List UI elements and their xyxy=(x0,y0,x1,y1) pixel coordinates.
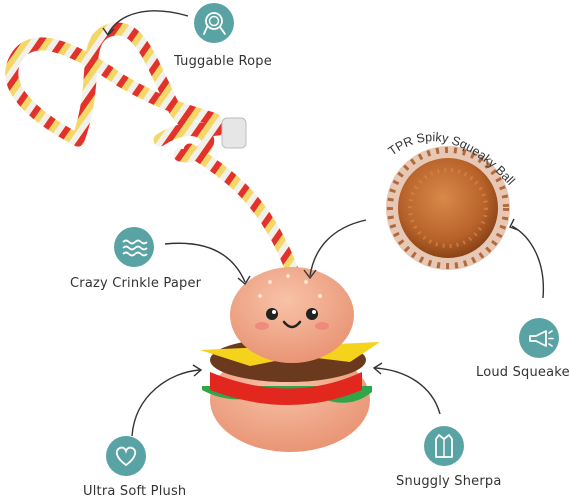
wave-lines-icon xyxy=(122,239,148,257)
heart-icon xyxy=(115,446,137,467)
sherpa-label: Snuggly Sherpa xyxy=(396,474,502,489)
squeaker-label: Loud Squeaker xyxy=(476,365,569,380)
plush-badge xyxy=(106,436,146,476)
arrow-sherpa xyxy=(374,367,441,415)
sherpa-badge xyxy=(424,426,464,466)
arrow-squeaker xyxy=(511,225,545,299)
tug-rope xyxy=(5,22,299,277)
rope-coil-icon xyxy=(203,12,226,35)
horn-icon xyxy=(529,330,554,347)
squeaker-badge xyxy=(519,318,559,358)
vest-icon xyxy=(435,434,453,458)
rope-badge xyxy=(194,3,234,43)
plush-label: Ultra Soft Plush xyxy=(83,484,187,499)
burger-toy xyxy=(200,267,380,452)
sesame-seeds xyxy=(258,274,322,298)
spiky-ball xyxy=(386,146,510,270)
arrow-ball xyxy=(309,219,367,277)
arrow-plush xyxy=(131,369,201,437)
crinkle-badge xyxy=(114,227,154,267)
tomato xyxy=(210,372,362,405)
callout-arrows xyxy=(102,10,545,437)
top-bun xyxy=(230,267,354,363)
arrow-rope xyxy=(107,10,189,35)
rope-clip xyxy=(221,117,247,149)
crinkle-label: Crazy Crinkle Paper xyxy=(70,276,202,291)
burger-face xyxy=(255,308,329,330)
rope-label: Tuggable Rope xyxy=(174,54,272,69)
arrow-crinkle xyxy=(164,242,246,283)
